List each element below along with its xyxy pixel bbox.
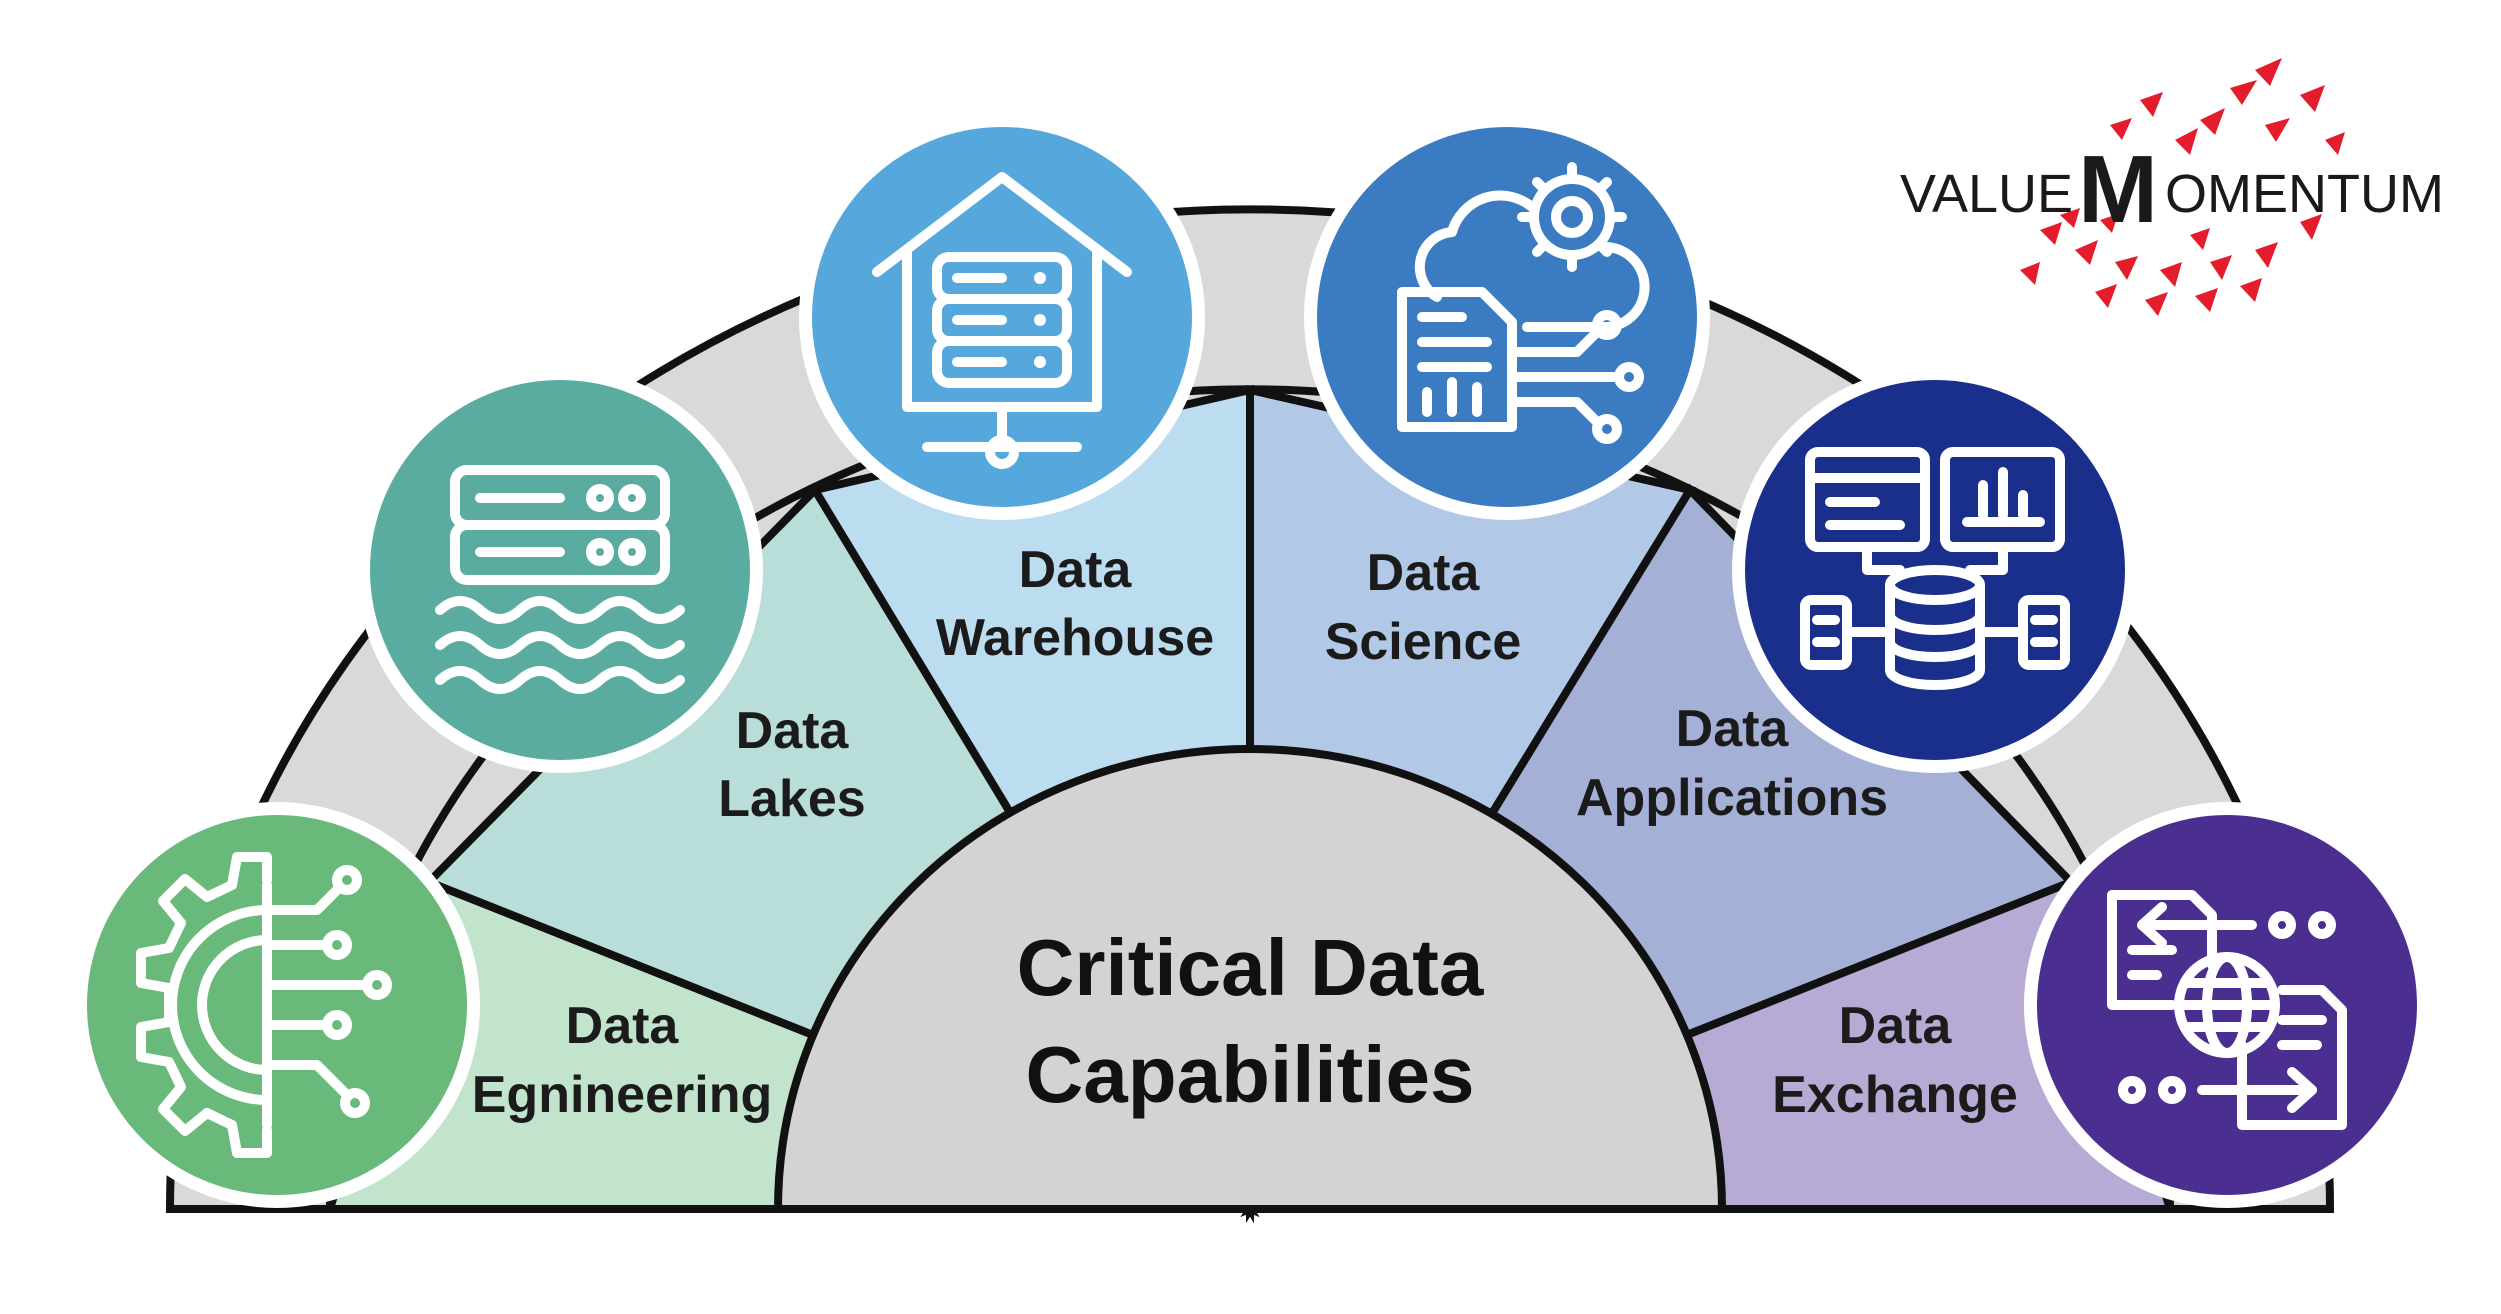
label-data-exchange-1: Data — [1839, 997, 1953, 1055]
logo-accent-triangles — [2020, 58, 2345, 316]
label-data-applications-1: Data — [1676, 700, 1790, 758]
center-title-line2: Capabilities — [1025, 1030, 1474, 1119]
label-data-science-1: Data — [1367, 544, 1481, 602]
gear-circuit-icon — [136, 852, 392, 1158]
cloud-gear-analytics-icon — [1397, 162, 1650, 444]
house-database-icon — [872, 172, 1132, 469]
logo-momentum-text: OMENTUM — [2165, 164, 2444, 224]
logo-m-letter: M — [2078, 136, 2158, 243]
label-data-engineering-1: Data — [566, 997, 680, 1055]
label-data-science-2: Science — [1325, 613, 1522, 671]
logo: VALUE M OMENTUM — [1900, 58, 2444, 316]
label-data-lakes-2: Lakes — [718, 770, 865, 828]
label-data-warehouse-2: Warehouse — [936, 609, 1214, 667]
label-data-engineering-2: Egnineering — [472, 1066, 772, 1124]
circle-data-warehouse — [799, 114, 1205, 520]
label-data-lakes-1: Data — [736, 702, 850, 760]
center-hub — [773, 745, 1727, 1213]
center-title-line1: Critical Data — [1017, 923, 1484, 1012]
label-data-exchange-2: Exchange — [1772, 1066, 2018, 1124]
circle-data-exchange — [2024, 802, 2430, 1208]
globe-exchange-icon — [2107, 890, 2347, 1130]
circle-data-engineering — [74, 802, 480, 1208]
circle-data-lakes — [357, 367, 763, 773]
label-data-warehouse-1: Data — [1019, 541, 1133, 599]
logo-value-text: VALUE — [1900, 164, 2073, 224]
label-data-applications-2: Applications — [1576, 769, 1888, 827]
circle-data-applications — [1732, 367, 2138, 773]
inner-arc-outline — [326, 385, 2174, 1210]
server-water-icon — [435, 465, 685, 694]
circle-data-science — [1304, 114, 1710, 520]
dashboard-database-icon — [1800, 447, 2070, 690]
